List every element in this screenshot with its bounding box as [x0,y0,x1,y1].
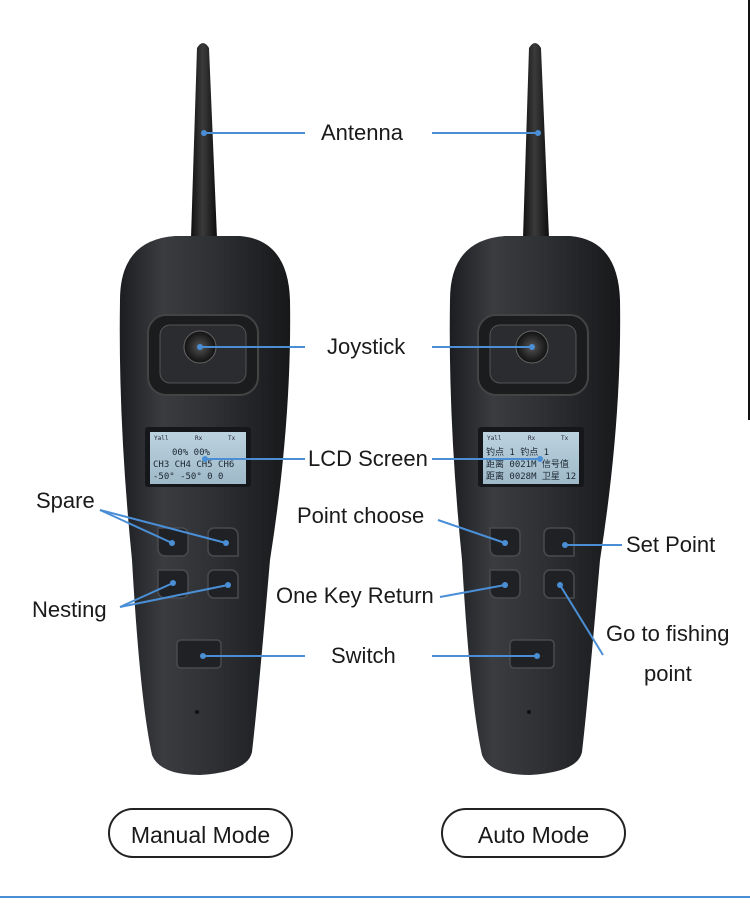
callout-lines [99,132,622,657]
antenna-label: Antenna [318,120,406,146]
lcd-row-2: CH3 CH4 CH5 CH6 [153,460,234,470]
one-key-return-leader [439,584,506,598]
antenna [191,43,217,238]
svg-text:Rx: Rx [528,435,536,442]
spare-leader-1 [99,509,173,544]
svg-text:Tx: Tx [561,435,569,442]
manual-mode-label: Manual Mode [108,808,293,858]
point-choose-label: Point choose [294,503,428,529]
joystick-label: Joystick [324,334,409,360]
one-key-return-label: One Key Return [273,583,437,609]
go-to-fishing-leader [559,584,604,656]
nesting-label: Nesting [29,597,110,623]
spare-label: Spare [33,488,98,514]
switch-button[interactable] [509,639,555,669]
switch-label: Switch [328,643,399,669]
auto-mode-device: Yall Rx Tx 钓点 1 钓点 1 距离 0021M 信号值 距离 002… [449,43,621,775]
svg-text:Yall: Yall [154,435,169,442]
lcd-row-1: 钓点 1 钓点 1 [486,446,549,458]
go-to-fishing-label-line1: Go to fishing [603,621,733,647]
spare-leader-2 [99,509,227,544]
nesting-leader-2 [119,584,229,608]
go-to-fishing-label-line2: point [641,661,695,687]
svg-text:Yall: Yall [487,435,502,442]
point-choose-leader [437,519,506,544]
svg-text:Rx: Rx [195,435,203,442]
switch-button[interactable] [176,639,222,669]
frame-bottom-line [0,896,750,898]
callout-dots [169,130,568,659]
antenna [523,43,549,238]
lcd-row-2: 距离 0021M 信号值 [486,458,569,470]
nesting-button-right[interactable] [207,569,239,599]
frame-right-line [748,0,750,420]
nesting-leader-1 [119,582,174,608]
lcd-row-3: 距离 0028M 卫星 12 [486,470,576,482]
manual-mode-device: Yall Rx Tx 00% 00% CH3 CH4 CH5 CH6 -50° … [119,43,291,775]
auto-mode-label: Auto Mode [441,808,626,858]
set-point-label: Set Point [623,532,719,558]
lcd-row-3: -50° -50° 0 0 [153,472,223,482]
lcd-row-1: 00% 00% [172,448,211,458]
svg-text:Tx: Tx [228,435,236,442]
lcd-screen-label: LCD Screen [305,446,431,472]
set-point-button[interactable] [543,527,575,557]
